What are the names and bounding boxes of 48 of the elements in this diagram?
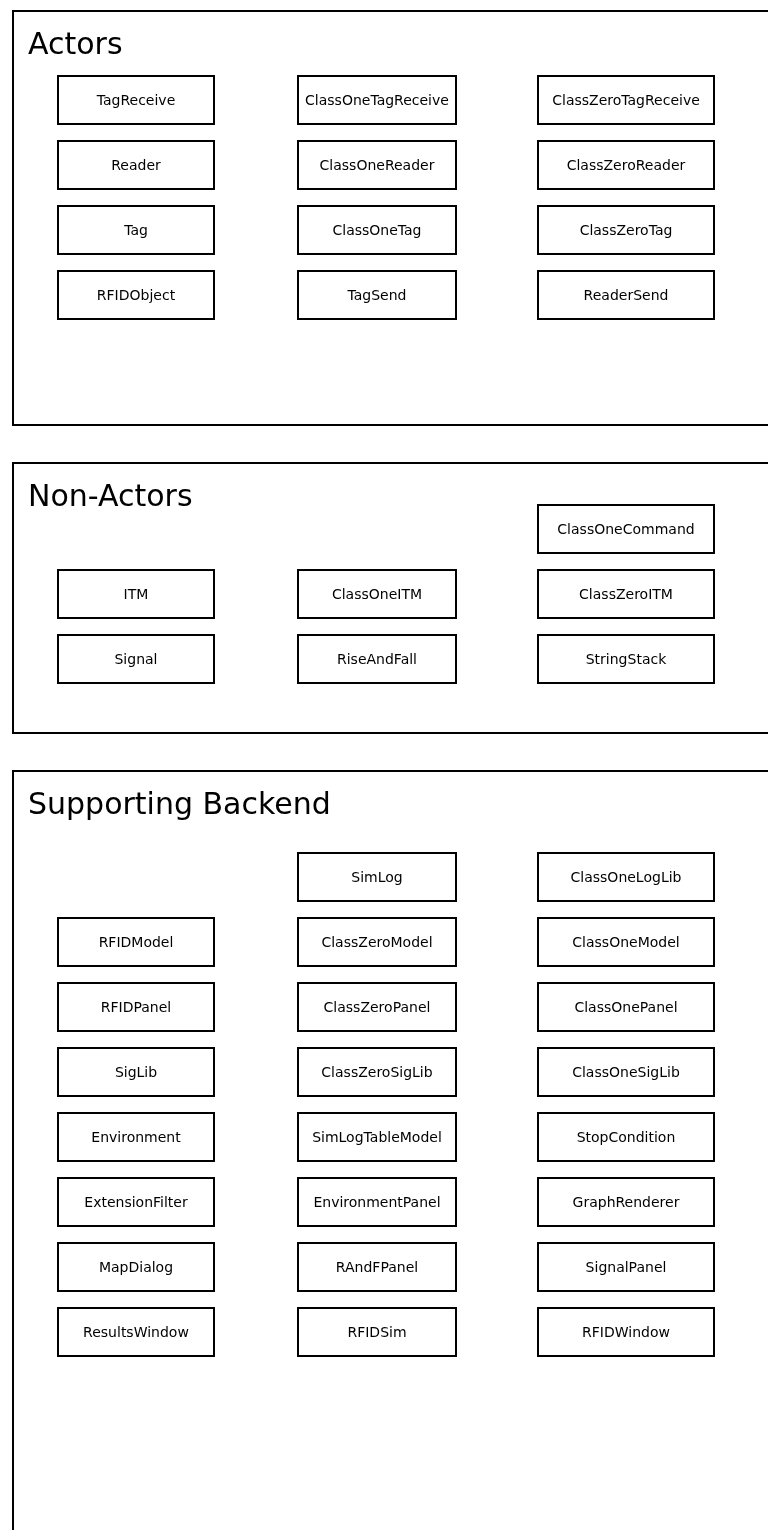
group-frame	[12, 10, 768, 426]
class-box: ClassZeroTagReceive	[537, 75, 715, 125]
class-box: SimLog	[297, 852, 457, 902]
class-box: RAndFPanel	[297, 1242, 457, 1292]
group-title: Non-Actors	[28, 478, 193, 513]
class-box: StringStack	[537, 634, 715, 684]
class-box: ClassOneTagReceive	[297, 75, 457, 125]
group-title: Actors	[28, 26, 123, 61]
class-box: ClassZeroModel	[297, 917, 457, 967]
class-box: RFIDPanel	[57, 982, 215, 1032]
group-frame	[12, 770, 768, 1530]
group-frame	[12, 462, 768, 734]
class-box: ClassOneITM	[297, 569, 457, 619]
class-box: Tag	[57, 205, 215, 255]
class-box: ClassOneCommand	[537, 504, 715, 554]
class-box: ClassZeroSigLib	[297, 1047, 457, 1097]
class-box: MapDialog	[57, 1242, 215, 1292]
class-box: ClassOneTag	[297, 205, 457, 255]
class-box: ClassZeroReader	[537, 140, 715, 190]
class-box: TagSend	[297, 270, 457, 320]
class-box: SigLib	[57, 1047, 215, 1097]
class-box: ClassOnePanel	[537, 982, 715, 1032]
class-box: Environment	[57, 1112, 215, 1162]
class-box: RFIDWindow	[537, 1307, 715, 1357]
class-box: SignalPanel	[537, 1242, 715, 1292]
class-box: ClassZeroTag	[537, 205, 715, 255]
class-box: Reader	[57, 140, 215, 190]
class-box: ClassZeroPanel	[297, 982, 457, 1032]
class-box: ResultsWindow	[57, 1307, 215, 1357]
class-box: SimLogTableModel	[297, 1112, 457, 1162]
class-box: RiseAndFall	[297, 634, 457, 684]
class-box: EnvironmentPanel	[297, 1177, 457, 1227]
class-box: ClassOneSigLib	[537, 1047, 715, 1097]
class-box: ReaderSend	[537, 270, 715, 320]
class-box: Signal	[57, 634, 215, 684]
class-box: ClassOneReader	[297, 140, 457, 190]
class-box: ExtensionFilter	[57, 1177, 215, 1227]
class-box: ITM	[57, 569, 215, 619]
class-box: RFIDObject	[57, 270, 215, 320]
class-box: TagReceive	[57, 75, 215, 125]
class-box: RFIDSim	[297, 1307, 457, 1357]
class-box: GraphRenderer	[537, 1177, 715, 1227]
class-box: ClassOneLogLib	[537, 852, 715, 902]
class-box: ClassOneModel	[537, 917, 715, 967]
group-title: Supporting Backend	[28, 786, 331, 821]
class-box: ClassZeroITM	[537, 569, 715, 619]
class-box: StopCondition	[537, 1112, 715, 1162]
class-box: RFIDModel	[57, 917, 215, 967]
